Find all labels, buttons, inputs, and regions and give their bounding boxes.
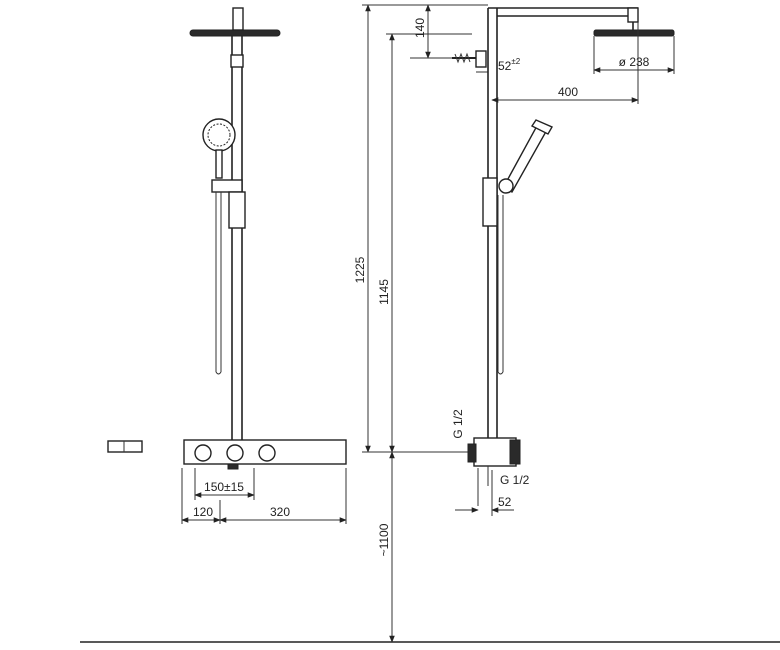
dim-wall-bracket-value: 52 xyxy=(498,59,512,73)
side-wall-screw-thread xyxy=(454,52,471,64)
dim-head-drop: 140 xyxy=(413,18,427,38)
front-spout xyxy=(227,463,239,470)
dim-arm-length: 400 xyxy=(558,85,578,99)
front-slide-rail xyxy=(228,191,246,229)
dim-wall-bracket: 52±2 xyxy=(498,57,521,73)
front-view: 150±15 120 320 xyxy=(107,7,347,524)
front-hand-shower-face xyxy=(207,123,231,147)
front-pipe-connector xyxy=(230,54,244,68)
dim-riser-height: 1145 xyxy=(377,279,391,305)
front-knob-left xyxy=(194,444,212,462)
dim-inlet-top: G 1/2 xyxy=(451,409,465,439)
front-hose-end xyxy=(215,371,222,375)
dim-head-diameter: ø 238 xyxy=(619,55,650,69)
side-head-shower xyxy=(593,29,675,37)
side-view: 1225 1145 ~1100 140 52±2 xyxy=(353,4,675,643)
side-arm-joint xyxy=(627,7,639,23)
front-hand-shower-handle xyxy=(215,149,223,179)
front-slider xyxy=(211,179,243,193)
side-thermostat-front xyxy=(509,439,521,465)
side-thermostat xyxy=(473,437,517,467)
dim-thermostat-width: 320 xyxy=(270,505,290,519)
front-head-shower xyxy=(189,29,281,37)
side-hand-shower xyxy=(498,119,553,194)
dim-left-offset: 120 xyxy=(193,505,213,519)
front-knob-right xyxy=(258,444,276,462)
side-slider xyxy=(482,177,498,227)
front-knob-middle xyxy=(226,444,244,462)
dim-mounting-height: ~1100 xyxy=(377,523,391,556)
dim-inlet-spacing: 150±15 xyxy=(204,480,244,494)
dim-thermostat-depth: 52 xyxy=(498,495,512,509)
front-top-bracket xyxy=(232,7,244,31)
dim-inlet-side: G 1/2 xyxy=(500,473,530,487)
dim-overall-height: 1225 xyxy=(353,256,367,283)
side-thermostat-back xyxy=(467,443,477,463)
side-hose-end xyxy=(497,371,504,375)
side-wall-bracket xyxy=(475,50,487,68)
wall-connector-symbol xyxy=(107,440,143,453)
dim-wall-bracket-tolerance: ±2 xyxy=(511,57,520,66)
